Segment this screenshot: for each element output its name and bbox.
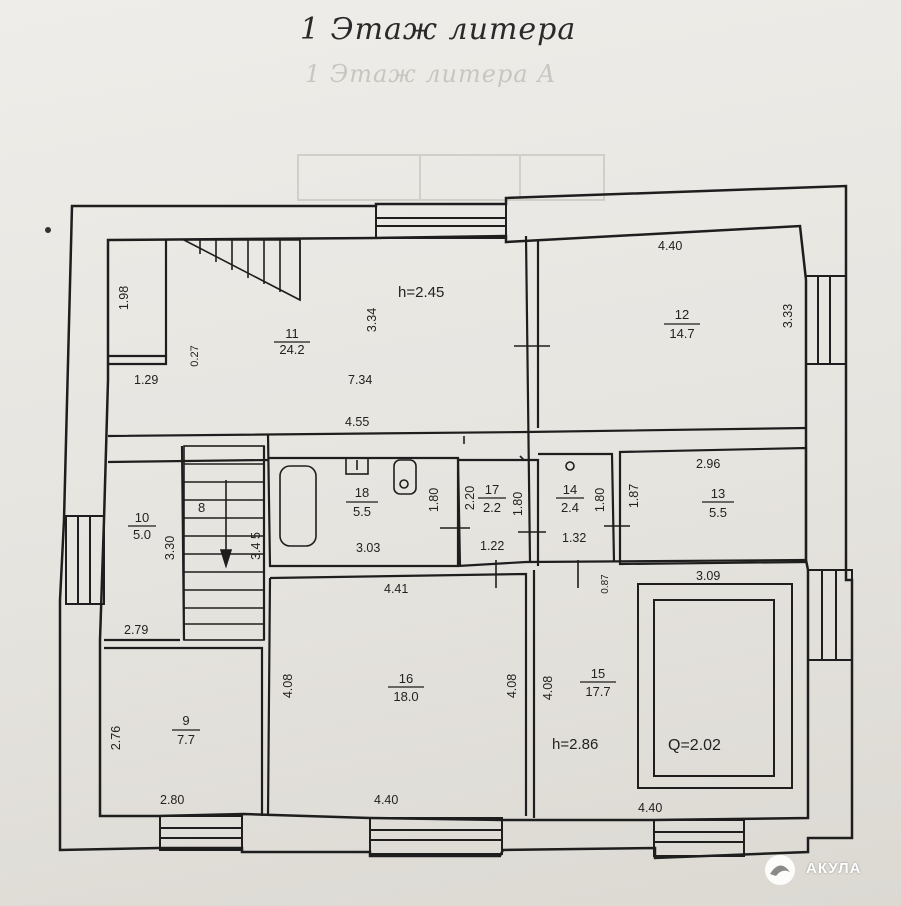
dim-1-22: 1.22 [480,539,504,553]
room-15-label: 15 17.7 [580,666,616,699]
room-number-15: 15 [591,666,605,681]
dim-2-79: 2.79 [124,623,148,637]
dim-4-40-bottom-right: 4.40 [638,801,662,815]
dim-1-87: 1.87 [627,484,641,508]
room-area-11: 24.2 [279,342,304,357]
dim-2-76: 2.76 [109,726,123,750]
room-number-14: 14 [563,482,577,497]
ink-dot [45,227,51,233]
room-number-9: 9 [182,713,189,728]
dim-4-40-top: 4.40 [658,239,682,253]
dim-1-80-a: 1.80 [427,488,441,512]
dim-4-40-bottom-left: 4.40 [374,793,398,807]
page-title: 1 Этаж литера [300,12,577,47]
room-labels: 11 24.2 12 14.7 10 5.0 18 5.5 17 2.2 14 … [128,307,734,747]
dim-1-32: 1.32 [562,531,586,545]
dim-4-08-c: 4.08 [541,676,555,700]
room-area-9: 7.7 [177,732,195,747]
akula-logo: АКУЛА [762,852,892,888]
staircase-upper [183,239,301,302]
dim-1-80-c: 1.80 [593,488,607,512]
dim-1-80-b: 1.80 [511,492,525,516]
room-16-label: 16 18.0 [388,671,424,704]
dim-2-20: 2.20 [463,486,477,510]
stair-steps-count: 8 [198,500,205,515]
shark-logo-icon [765,855,795,885]
room-area-10: 5.0 [133,527,151,542]
dim-1-29: 1.29 [134,373,158,387]
door-marks [440,345,630,588]
ghost-plan [297,154,605,201]
dim-1-98: 1.98 [117,286,131,310]
room-17-label: 17 2.2 [478,482,506,515]
height-upper: h=2.45 [398,284,444,301]
room-13-label: 13 5.5 [702,486,734,520]
dim-3-45: 3.4 5 [249,532,263,560]
dim-3-30: 3.30 [163,536,177,560]
room-number-18: 18 [355,485,369,500]
dim-3-33: 3.33 [781,304,795,328]
room-number-17: 17 [485,482,499,497]
dim-4-08-a: 4.08 [281,674,295,698]
dim-3-34: 3.34 [365,308,379,332]
dim-3-09: 3.09 [696,569,720,583]
room-12-label: 12 14.7 [664,307,700,341]
room-area-16: 18.0 [393,689,418,704]
room-number-10: 10 [135,510,149,525]
dim-4-08-b: 4.08 [505,674,519,698]
room-area-14: 2.4 [561,500,579,515]
pool-volume: Q=2.02 [668,737,721,754]
room-number-12: 12 [675,307,689,322]
room-area-18: 5.5 [353,504,371,519]
dim-7-34: 7.34 [348,373,372,387]
dim-0-87: 0.87 [600,574,611,594]
room-number-11: 11 [285,326,299,341]
logo-text: АКУЛА [806,860,862,877]
dim-4-41: 4.41 [384,582,408,596]
staircase-lower [183,445,265,641]
room-area-15: 17.7 [585,684,610,699]
room-area-17: 2.2 [483,500,501,515]
bath-fixtures [279,457,575,547]
room-11-label: 11 24.2 [274,326,310,357]
interior-walls [104,235,808,818]
room-18-label: 18 5.5 [346,485,378,519]
dim-0-27: 0.27 [189,345,201,366]
room-area-13: 5.5 [709,505,727,520]
room-10-label: 10 5.0 [128,510,156,542]
room-area-12: 14.7 [669,326,694,341]
height-lower: h=2.86 [552,736,598,753]
room-number-16: 16 [399,671,413,686]
pool [637,583,793,789]
dim-2-80: 2.80 [160,793,184,807]
outer-walls [58,184,854,860]
dim-2-96: 2.96 [696,457,720,471]
room-9-label: 9 7.7 [172,713,200,747]
room-number-13: 13 [711,486,725,501]
ghost-title: 1 Этаж литера А [305,60,557,88]
dim-3-03: 3.03 [356,541,380,555]
dim-4-55: 4.55 [345,415,369,429]
dimension-labels: 1.98 1.29 0.27 7.34 3.34 4.55 4.40 3.33 … [109,239,795,815]
windows [65,203,853,857]
room-14-label: 14 2.4 [556,482,584,515]
